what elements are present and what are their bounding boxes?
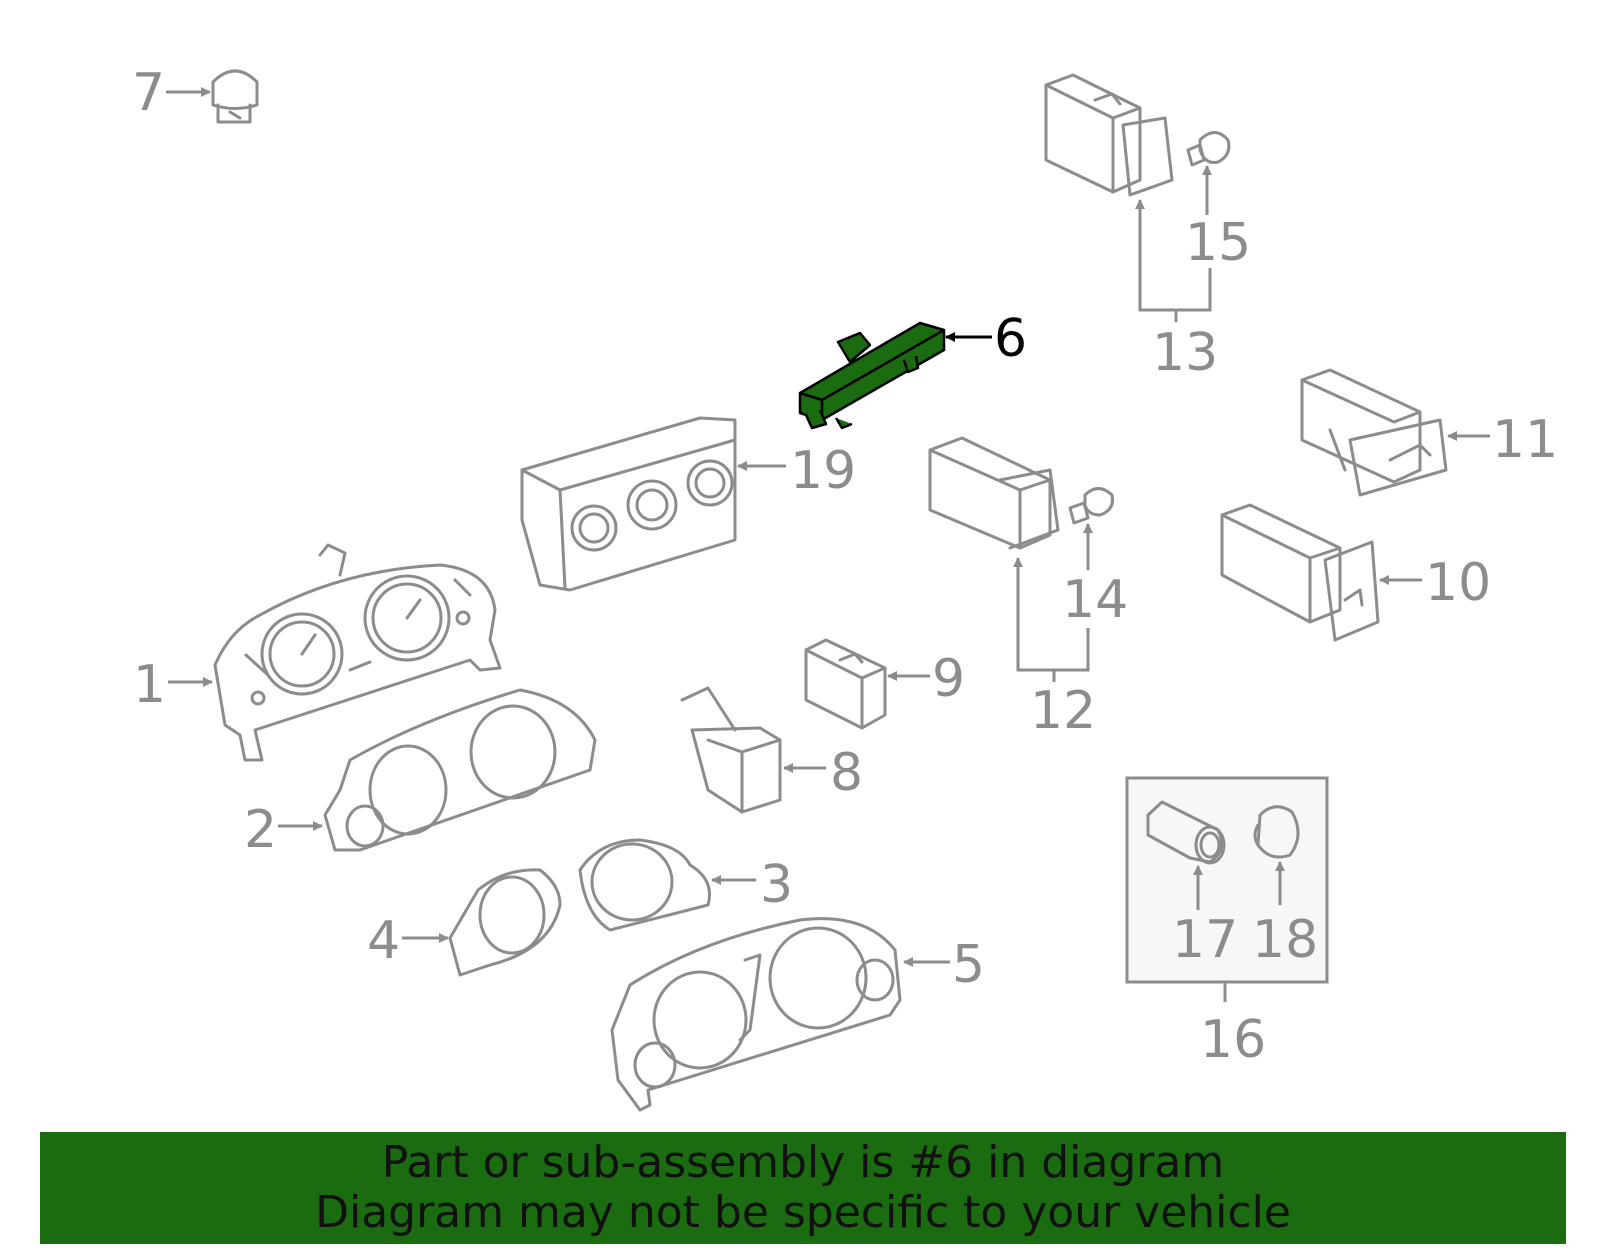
part-9	[804, 638, 887, 730]
callout-12: 12	[1030, 681, 1096, 741]
info-banner: Part or sub-assembly is #6 in diagram Di…	[40, 1132, 1566, 1244]
part-4	[448, 868, 562, 977]
banner-line-2: Diagram may not be specific to your vehi…	[315, 1187, 1291, 1238]
part-14	[1068, 487, 1114, 525]
part-11	[1300, 368, 1448, 497]
part-5	[610, 917, 902, 1112]
banner-line-1: Part or sub-assembly is #6 in diagram	[381, 1137, 1225, 1188]
part-2	[323, 688, 597, 852]
part-3	[578, 838, 711, 932]
part-16-kit	[1125, 776, 1329, 984]
callout-15: 15	[1185, 213, 1251, 273]
callout-6: 6	[994, 309, 1027, 369]
part-15	[1186, 131, 1231, 167]
callout-14: 14	[1062, 570, 1128, 630]
callout-8: 8	[830, 743, 863, 803]
part-7	[211, 69, 259, 124]
part-10	[1220, 503, 1380, 642]
callout-13: 13	[1152, 323, 1218, 383]
callout-10: 10	[1425, 553, 1491, 613]
callout-1: 1	[133, 655, 166, 715]
part-12	[928, 436, 1060, 550]
callout-19: 19	[790, 441, 856, 501]
callout-17: 17	[1172, 910, 1238, 970]
callout-16: 16	[1200, 1010, 1266, 1070]
callout-3: 3	[760, 855, 793, 915]
part-1	[213, 543, 502, 762]
callout-9: 9	[932, 649, 965, 709]
banner-background	[40, 1132, 1566, 1244]
callout-2: 2	[244, 800, 277, 860]
part-19	[520, 416, 737, 592]
callout-18: 18	[1252, 910, 1318, 970]
callout-5: 5	[952, 935, 985, 995]
part-13	[1044, 73, 1174, 197]
callout-4: 4	[367, 911, 400, 971]
part-8	[680, 686, 782, 814]
callout-11: 11	[1492, 410, 1558, 470]
part-6-highlighted	[798, 321, 946, 430]
callout-7: 7	[132, 63, 165, 123]
